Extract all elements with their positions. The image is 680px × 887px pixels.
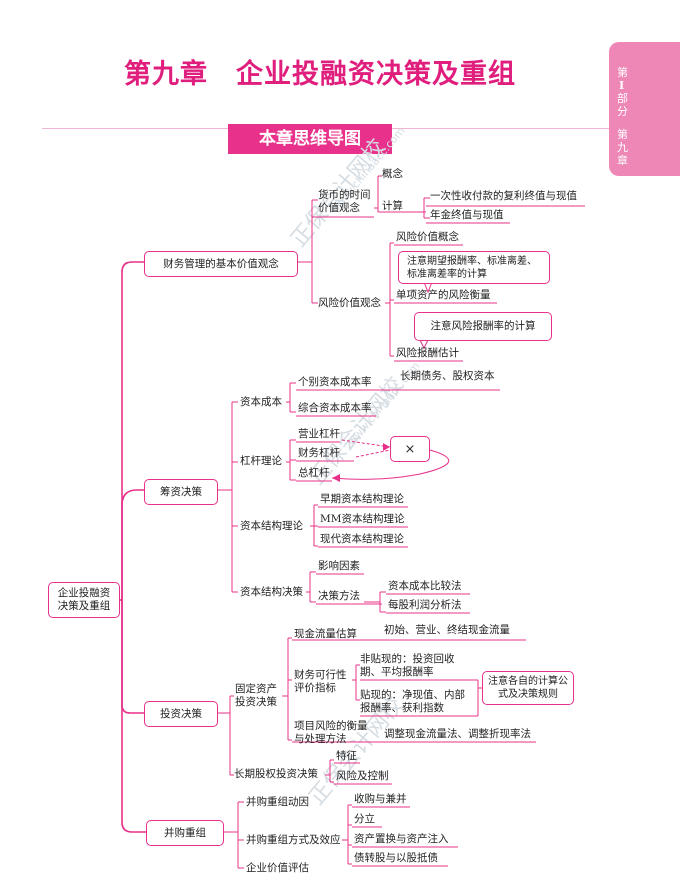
connector-root-ma <box>121 600 146 833</box>
connector-finance <box>297 199 318 304</box>
node-method-1: 资本成本比较法 <box>388 580 462 592</box>
node-equity: 长期股权投资决策 <box>234 768 318 780</box>
node-risk-single: 单项资产的风险衡量 <box>396 289 491 301</box>
connector-root-investment <box>121 600 146 714</box>
node-ma-methods: 并购重组方式及效应 <box>246 834 341 846</box>
sidetab-char: 章 <box>617 154 628 167</box>
note-feasibility: 注意各自的计算公式及决策规则 <box>482 671 574 705</box>
branch-funding-label: 筹资决策 <box>160 485 202 498</box>
connector-funding <box>216 401 238 593</box>
connector-fixed <box>282 637 292 741</box>
connector-ma <box>222 801 244 869</box>
node-risk-measure: 项目风险的衡量与处理方法 <box>294 720 368 745</box>
note-risk-calc-text: 注意期望报酬率、标准离差、标准离差率的计算 <box>407 255 537 280</box>
leverage-multiply-box: × <box>390 436 430 462</box>
connector-decision-methods <box>364 591 386 613</box>
node-structure-mm: MM资本结构理论 <box>320 513 405 525</box>
branch-finance: 财务管理的基本价值观念 <box>144 251 298 277</box>
branch-investment-label: 投资决策 <box>160 707 202 720</box>
arrow-leverage-op <box>341 439 391 448</box>
note-feasibility-text: 注意各自的计算公式及决策规则 <box>488 676 568 700</box>
chapter-side-tab: 第 Ⅰ 部 分 第 九 章 <box>609 42 680 176</box>
branch-ma-label: 并购重组 <box>164 826 206 839</box>
sidetab-char: 分 <box>617 105 628 118</box>
node-equity-risk: 风险及控制 <box>336 770 389 782</box>
connector-root-funding <box>121 489 146 600</box>
note-risk-premium-text: 注意风险报酬率的计算 <box>430 320 536 332</box>
node-risk-methods: 调整现金流量法、调整折现率法 <box>384 728 531 740</box>
node-tvm-calc-2: 年金终值与现值 <box>430 209 504 221</box>
node-structure-early: 早期资本结构理论 <box>320 493 404 505</box>
node-ma-m1: 收购与兼并 <box>354 793 407 805</box>
node-structure-theory: 资本结构理论 <box>240 520 303 532</box>
section-subtitle: 本章思维导图 <box>228 124 392 154</box>
branch-finance-label: 财务管理的基本价值观念 <box>163 257 279 270</box>
root-node: 企业投融资决策及重组 <box>48 582 120 618</box>
node-cashflow-detail: 初始、营业、终结现金流量 <box>384 624 510 636</box>
node-leverage-op: 营业杠杆 <box>298 428 340 440</box>
node-cashflow: 现金流量估算 <box>294 628 357 640</box>
node-leverage-total: 总杠杆 <box>298 467 330 479</box>
connector-structure-theory <box>310 504 318 547</box>
root-label: 企业投融资决策及重组 <box>57 587 111 612</box>
connector-feasibility <box>352 664 360 701</box>
connector-leverage <box>286 439 296 481</box>
node-tvm-calc-1: 一次性收付款的复利终值与现值 <box>430 190 577 202</box>
connector-risk <box>385 242 394 357</box>
branch-investment: 投资决策 <box>144 701 218 727</box>
node-structure-decision: 资本结构决策 <box>240 586 303 598</box>
connector-note <box>472 679 482 717</box>
sidetab-char: 第 <box>617 128 628 141</box>
node-tvm: 货币的时间价值观念 <box>318 189 371 214</box>
page-title: 第九章 企业投融资决策及重组 <box>124 59 516 90</box>
node-leverage-fin: 财务杠杆 <box>298 447 340 459</box>
node-nondiscount: 非贴现的：投资回收期、平均报酬率 <box>360 653 455 678</box>
node-risk-estimate: 风险报酬估计 <box>396 347 459 359</box>
node-ma-m2: 分立 <box>354 813 375 825</box>
arrow-leverage-fin <box>355 449 391 458</box>
node-decision-methods: 决策方法 <box>318 590 360 602</box>
node-equity-features: 特征 <box>336 750 357 762</box>
connector-cost <box>286 382 296 413</box>
node-leverage: 杠杆理论 <box>240 455 282 467</box>
arrowhead-op <box>383 443 390 451</box>
connector-ma-methods <box>342 804 352 865</box>
note-risk-calc: 注意期望报酬率、标准离差、标准离差率的计算 <box>398 251 550 284</box>
node-ma-m3: 资产置换与资产注入 <box>354 833 449 845</box>
node-cost: 资本成本 <box>240 396 282 408</box>
note-risk-premium: 注意风险报酬率的计算 <box>414 312 552 341</box>
node-method-2: 每股利润分析法 <box>388 599 462 611</box>
connector-root-finance <box>121 261 146 600</box>
branch-funding: 筹资决策 <box>144 479 218 505</box>
node-decision-factors: 影响因素 <box>318 560 360 572</box>
node-feasibility: 财务可行性评价指标 <box>294 669 347 694</box>
sidetab-char: Ⅰ <box>619 79 625 92</box>
node-discount: 贴现的：净现值、内部报酬率、获利指数 <box>360 689 465 714</box>
connector-tvm <box>374 175 426 213</box>
arrowhead-total <box>332 474 340 482</box>
sidetab-char: 第 <box>617 66 628 79</box>
branch-ma: 并购重组 <box>146 820 224 846</box>
node-ma-motive: 并购重组动因 <box>246 796 309 808</box>
connector-investment <box>216 695 234 776</box>
node-risk: 风险价值观念 <box>318 297 381 309</box>
node-ma-m4: 债转股与以股抵债 <box>354 852 438 864</box>
node-ma-valuation: 企业价值评估 <box>246 862 309 874</box>
node-cost-individual: 个别资本成本率 <box>298 376 372 388</box>
node-cost-composite: 综合资本成本率 <box>298 402 372 414</box>
connector-tvm-calc <box>404 197 430 219</box>
sidetab-char: 九 <box>617 141 628 154</box>
node-tvm-calc: 计算 <box>382 200 403 212</box>
node-fixed: 固定资产投资决策 <box>235 683 277 708</box>
connector-structure-decision <box>306 571 316 603</box>
sidetab-char: 部 <box>617 92 628 105</box>
node-cost-individual-detail: 长期债务、股权资本 <box>400 370 495 382</box>
node-structure-modern: 现代资本结构理论 <box>320 533 404 545</box>
node-tvm-concept: 概念 <box>382 168 403 180</box>
arrow-leverage-total <box>331 449 450 480</box>
connector-equity <box>325 759 334 783</box>
leverage-multiply-sign: × <box>404 441 416 457</box>
node-risk-concept: 风险价值概念 <box>396 231 459 243</box>
